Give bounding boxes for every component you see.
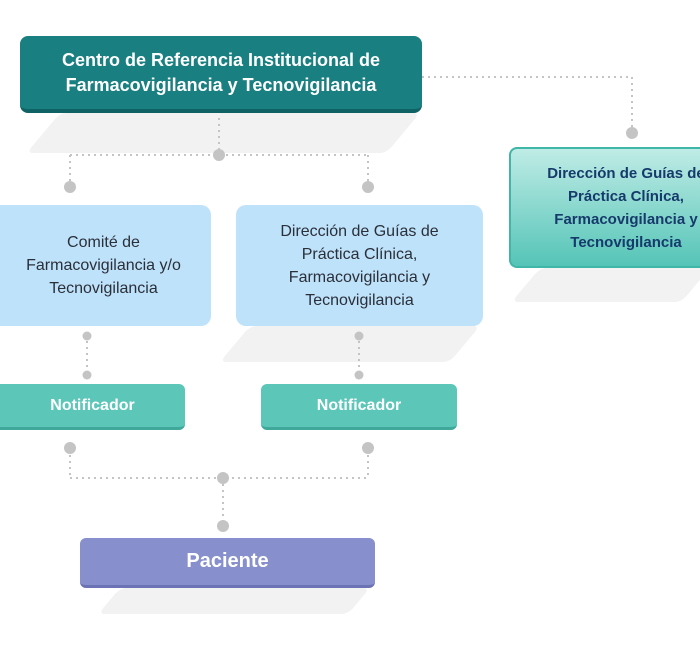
dot-noti2-top [354, 370, 364, 380]
node-direccion-right-label: Dirección de Guías de Práctica Clínica, … [547, 164, 700, 251]
node-direccion: Dirección de Guías de Práctica Clínica, … [236, 205, 483, 326]
node-comite: Comité de Farmacovigilancia y/o Tecnovig… [0, 205, 211, 326]
node-notificador-1-label: Notificador [50, 396, 135, 414]
dot-paciente [217, 520, 229, 532]
dot-noti2-bottom [362, 442, 374, 454]
node-centro-label: Centro de Referencia Institucional de Fa… [61, 49, 381, 95]
dot-merge [217, 472, 229, 484]
dot-right [626, 127, 638, 139]
dot-comite-bottom [82, 331, 92, 341]
node-notificador-2-label: Notificador [316, 396, 402, 414]
dot-noti1-bottom [64, 442, 76, 454]
dot-branch [213, 149, 225, 161]
node-paciente-label: Paciente [186, 550, 269, 572]
node-notificador-1: Notificador [0, 384, 185, 430]
node-paciente: Paciente [80, 538, 375, 588]
node-centro-referencia: Centro de Referencia Institucional de Fa… [20, 36, 422, 113]
node-comite-label: Comité de Farmacovigilancia y/o Tecnovig… [26, 234, 181, 297]
node-direccion-right: Dirección de Guías de Práctica Clínica, … [509, 147, 700, 268]
dot-left [64, 181, 76, 193]
dot-noti1-top [82, 370, 92, 380]
dot-mid [362, 181, 374, 193]
dot-direccion-bottom [354, 331, 364, 341]
node-direccion-label: Dirección de Guías de Práctica Clínica, … [280, 222, 439, 309]
node-notificador-2: Notificador [261, 384, 457, 430]
